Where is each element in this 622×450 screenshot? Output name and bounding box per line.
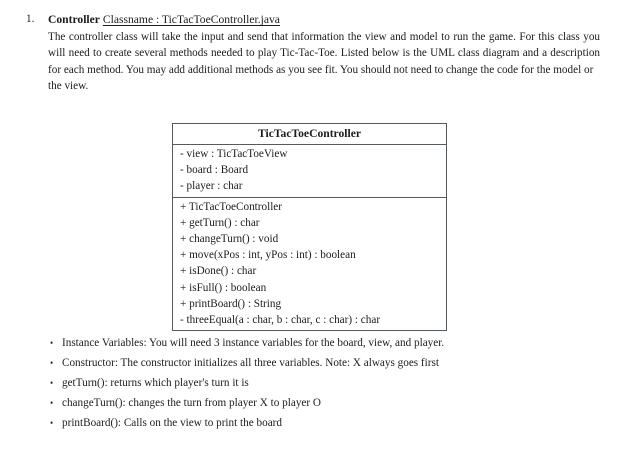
method-description-list: • Instance Variables: You will need 3 in… bbox=[0, 333, 622, 433]
uml-class-box: TicTacToeController - view : TicTacToeVi… bbox=[172, 123, 447, 332]
list-item-text: Instance Variables: You will need 3 inst… bbox=[62, 337, 445, 349]
uml-method-row: + move(xPos : int, yPos : int) : boolean bbox=[180, 249, 356, 262]
classname-underlined-label: Classname : TicTacToeController.java bbox=[102, 13, 280, 26]
uml-method-row: + TicTacToeController bbox=[180, 200, 282, 213]
bullet-icon: • bbox=[50, 418, 54, 428]
list-item: • Constructor: The constructor initializ… bbox=[50, 353, 604, 373]
uml-attribute-row: - view : TicTacToeView bbox=[180, 148, 288, 160]
bullet-icon: • bbox=[50, 378, 54, 388]
list-item-number: 1. bbox=[26, 13, 35, 25]
paragraph-line: The controller class will take the input… bbox=[48, 31, 469, 43]
list-item-text: printBoard(): Calls on the view to print… bbox=[62, 417, 282, 429]
section-heading-title: Controller bbox=[48, 13, 100, 26]
list-item-text: getTurn(): returns which player's turn i… bbox=[62, 377, 249, 389]
uml-attributes-section: - view : TicTacToeView - board : Board -… bbox=[173, 145, 446, 198]
paragraph-line: Listed below is the UML class diagram an… bbox=[48, 47, 601, 76]
uml-method-row: + getTurn() : char bbox=[180, 216, 260, 229]
list-item: • changeTurn(): changes the turn from pl… bbox=[50, 393, 604, 413]
uml-class-name: TicTacToeController bbox=[173, 124, 446, 145]
bullet-icon: • bbox=[50, 338, 54, 348]
uml-methods-section: + TicTacToeController + getTurn() : char… bbox=[173, 198, 446, 331]
uml-class-diagram: TicTacToeController - view : TicTacToeVi… bbox=[172, 123, 447, 332]
list-item: • printBoard(): Calls on the view to pri… bbox=[50, 413, 604, 433]
description-paragraph: The controller class will take the input… bbox=[48, 29, 600, 95]
section-heading: Controller Classname : TicTacToeControll… bbox=[48, 12, 600, 28]
uml-method-row: - threeEqual(a : char, b : char, c : cha… bbox=[180, 314, 381, 327]
uml-attribute-row: - player : char bbox=[180, 180, 243, 193]
paragraph-line: the view. bbox=[48, 80, 89, 93]
list-item-text: changeTurn(): changes the turn from play… bbox=[62, 397, 321, 409]
paragraph-line: additional methods as you see fit. You s… bbox=[187, 63, 594, 76]
list-item: • getTurn(): returns which player's turn… bbox=[50, 373, 604, 393]
bullet-icon: • bbox=[50, 398, 54, 408]
uml-attribute-row: - board : Board bbox=[180, 164, 249, 177]
bullet-icon: • bbox=[50, 358, 54, 368]
uml-method-row: + isFull() : boolean bbox=[180, 281, 267, 294]
uml-method-row: + printBoard() : String bbox=[180, 297, 282, 310]
paragraph-line: the game. For this class you will need t… bbox=[48, 31, 601, 60]
numbered-list-item: 1. Controller Classname : TicTacToeContr… bbox=[0, 12, 622, 95]
uml-method-row: + isDone() : char bbox=[180, 265, 257, 278]
list-item-text: Constructor: The constructor initializes… bbox=[62, 357, 439, 369]
list-item: • Instance Variables: You will need 3 in… bbox=[50, 333, 604, 353]
list-item-body: Controller Classname : TicTacToeControll… bbox=[48, 12, 600, 95]
uml-method-row: + changeTurn() : void bbox=[180, 233, 279, 246]
